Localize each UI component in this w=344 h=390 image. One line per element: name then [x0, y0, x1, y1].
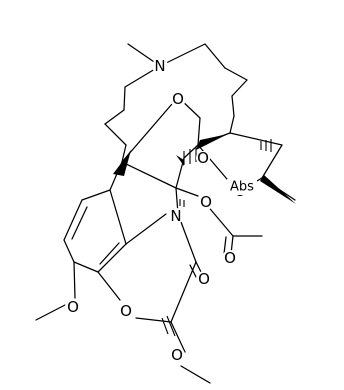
bond [229, 132, 283, 146]
wedge-bond [260, 175, 296, 204]
bond [99, 242, 120, 265]
bond [123, 86, 126, 111]
bond [170, 321, 186, 353]
ring-methoxy-oxygen-label: O [171, 346, 183, 364]
bond [197, 117, 201, 146]
bond [71, 206, 88, 240]
bond [261, 144, 283, 179]
bond [121, 96, 179, 163]
bond [135, 317, 172, 323]
bond [109, 189, 127, 245]
bond [63, 239, 75, 263]
hash-bond [161, 317, 169, 335]
wedge-bond [176, 155, 184, 166]
ring-oxygen-left-label: O [197, 149, 209, 167]
bond [180, 365, 211, 384]
stereo-wedges [113, 134, 296, 204]
bond [175, 187, 199, 197]
ring-ether-oxygen-label: O [120, 302, 132, 320]
hash-bond [166, 315, 176, 337]
bond [97, 271, 121, 301]
aryl-methoxy-oxygen-label: O [67, 298, 79, 316]
wedge-bond [196, 134, 228, 150]
hashed-wedges [161, 139, 272, 337]
bond [35, 304, 66, 321]
bond [204, 43, 226, 69]
bond [229, 115, 235, 134]
stereo-abs-label: Abs [230, 180, 254, 195]
amine-nitrogen-label: N [154, 57, 165, 75]
lactam-oxygen-label: O [198, 270, 210, 288]
bond [97, 243, 127, 273]
bond [205, 203, 234, 237]
bond [125, 213, 167, 245]
bond [73, 261, 99, 273]
bond [159, 43, 206, 67]
bond [224, 67, 248, 81]
bond-lines [35, 43, 296, 384]
bond [170, 261, 197, 323]
bond [63, 199, 83, 241]
ester-oxygen-label: O [200, 193, 212, 211]
bond [121, 144, 127, 163]
wedge-bond [113, 150, 131, 176]
bond [104, 123, 127, 146]
bond [223, 236, 227, 255]
bond [189, 264, 197, 278]
indoline-nitrogen-label: N [170, 207, 181, 225]
acetyl-oxygen-label: O [224, 249, 236, 267]
bond [121, 161, 177, 189]
bond [231, 95, 235, 117]
atom-labels: N O O O Abs N O O O O O O [65, 57, 257, 364]
bond [73, 261, 76, 299]
bond [231, 79, 248, 97]
bond [104, 109, 125, 125]
ketone-oxygen-label: O [172, 90, 184, 108]
bond [81, 189, 111, 201]
